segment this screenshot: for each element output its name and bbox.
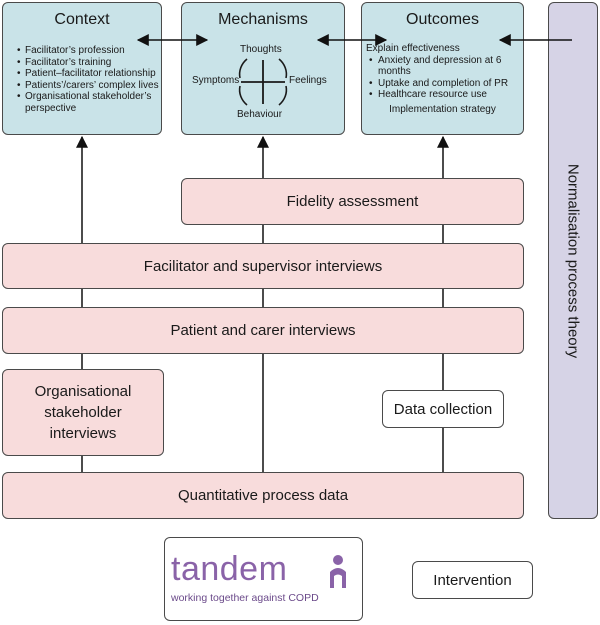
data-collection-legend: Data collection xyxy=(382,390,504,428)
implementation-strategy: Implementation strategy xyxy=(389,103,496,115)
context-title: Context xyxy=(54,11,110,28)
quantitative-data-label: Quantitative process data xyxy=(177,487,349,504)
mechanism-behaviour: Behaviour xyxy=(237,109,283,120)
facilitator-interviews-label: Facilitator and supervisor interviews xyxy=(143,257,383,275)
context-box: Context Facilitator’s profession Facilit… xyxy=(2,2,162,135)
intervention-legend: Intervention xyxy=(412,561,533,599)
fidelity-assessment-bar: Fidelity assessment xyxy=(181,178,524,225)
tandem-tagline: working together against COPD xyxy=(171,592,319,604)
tandem-logo: tandem working together against COPD xyxy=(164,537,363,621)
npt-bar: Normalisation process theory xyxy=(548,2,598,519)
patient-interviews-label: Patient and carer interviews xyxy=(170,322,356,339)
facilitator-interviews-bar: Facilitator and supervisor interviews xyxy=(2,243,524,289)
outcome-item: Anxiety and depression at 6 months xyxy=(366,55,519,78)
outcome-item: Healthcare resource use xyxy=(366,89,519,101)
outcomes-heading: Explain effectiveness xyxy=(366,43,460,54)
data-collection-label: Data collection xyxy=(393,400,493,418)
context-item: Facilitator’s training xyxy=(17,57,161,69)
mechanisms-title: Mechanisms xyxy=(218,11,308,28)
fidelity-assessment-label: Fidelity assessment xyxy=(286,193,419,210)
quantitative-data-bar: Quantitative process data xyxy=(2,472,524,519)
context-item: Facilitator’s profession xyxy=(17,45,161,57)
outcomes-list: Anxiety and depression at 6 months Uptak… xyxy=(366,55,519,101)
mechanism-thoughts: Thoughts xyxy=(240,44,282,55)
outcome-item: Uptake and completion of PR xyxy=(366,78,519,90)
mechanism-symptoms: Symptoms xyxy=(192,75,240,86)
patient-interviews-bar: Patient and carer interviews xyxy=(2,307,524,354)
context-item: Patient–facilitator relationship xyxy=(17,68,161,80)
outcomes-title: Outcomes xyxy=(406,11,479,28)
outcomes-content: Explain effectiveness Anxiety and depres… xyxy=(366,43,519,116)
intervention-label: Intervention xyxy=(433,571,512,589)
context-item: Organisational stakeholder’s perspective xyxy=(17,91,161,114)
outcomes-box: Outcomes Explain effectiveness Anxiety a… xyxy=(361,2,524,135)
mechanism-feelings: Feelings xyxy=(289,75,327,86)
organisational-interviews-label: Organisational stakeholder interviews xyxy=(34,383,132,442)
context-list: Facilitator’s profession Facilitator’s t… xyxy=(9,45,161,115)
mechanisms-box: Mechanisms Thoughts Symptoms Feelings Be… xyxy=(181,2,345,135)
tandem-figure-icon xyxy=(330,555,346,588)
tandem-wordmark: tandem xyxy=(171,550,288,588)
context-item: Patients’/carers’ complex lives xyxy=(17,80,161,92)
organisational-interviews-box: Organisational stakeholder interviews xyxy=(2,369,164,456)
mechanisms-cycle-icon xyxy=(238,57,287,106)
